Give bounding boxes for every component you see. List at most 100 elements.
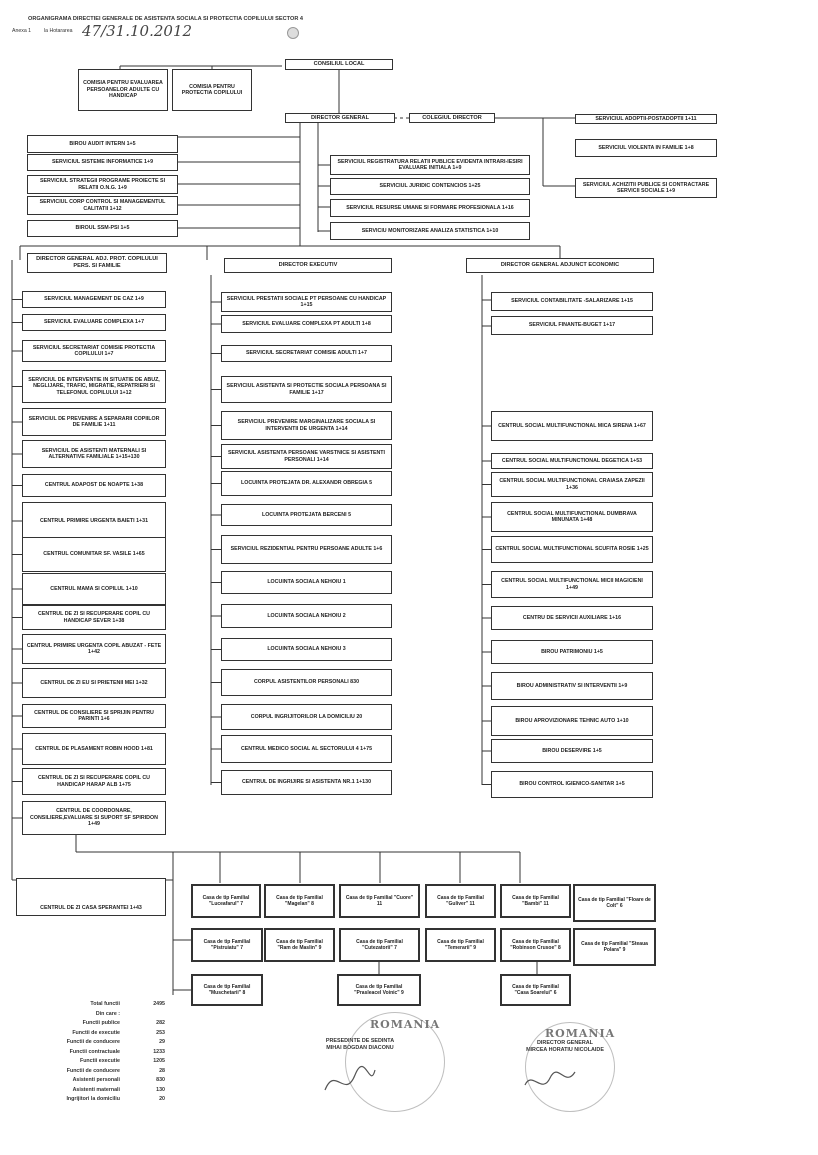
hotarare-label: la Hotararea	[44, 28, 73, 34]
left-unit-3: SERVICIUL SECRETARIAT COMISIE PROTECTIA …	[22, 340, 166, 362]
staff-mid-3: SERVICIUL RESURSE UMANE SI FORMARE PROFE…	[330, 199, 530, 217]
staff-left-2: SERVICIUL SISTEME INFORMATICE 1+9	[27, 154, 178, 171]
totals-row: Functii publice 282	[30, 1020, 165, 1026]
mid-unit-5: SERVICIUL PREVENIRE MARGINALIZARE SOCIAL…	[221, 411, 392, 440]
family-home-6: Casa de tip Familial "Floare de Colt" 6	[573, 884, 656, 922]
family-home-7: Casa de tip Familial "Pistruiatu" 7	[191, 928, 263, 962]
totals-row: Functii de executie 253	[30, 1030, 165, 1036]
hotarare-number: 47/31.10.2012	[82, 22, 193, 40]
totals-label: Functii contractuale	[69, 1048, 120, 1055]
left-unit-12: CENTRUL PRIMIRE URGENTA COPIL ABUZAT - F…	[22, 634, 166, 664]
totals-value: 282	[156, 1020, 165, 1026]
family-home-12: Casa de tip Familial "Steaua Polara" 9	[573, 928, 656, 966]
mid-unit-2: SERVICIUL EVALUARE COMPLEXA PT ADULTI 1+…	[221, 315, 392, 333]
left-unit-8: CENTRUL PRIMIRE URGENTA BAIETI 1+31	[22, 502, 166, 540]
stamp-right-text: ROMANIA	[545, 1027, 616, 1040]
totals-label: Total functii	[90, 1001, 120, 1007]
staff-left-4: SERVICIUL CORP CONTROL SI MANAGEMENTUL C…	[27, 196, 178, 215]
family-home-4: Casa de tip Familial "Guliver" 11	[425, 884, 496, 918]
left-unit-11: CENTRUL DE ZI SI RECUPERARE COPIL CU HAN…	[22, 605, 166, 630]
left-unit-15: CENTRUL DE PLASAMENT ROBIN HOOD 1+81	[22, 733, 166, 765]
right-unit-14: BIROU CONTROL IGIENICO-SANITAR 1+5	[491, 771, 653, 798]
mid-unit-15: CENTRUL MEDICO SOCIAL AL SECTORULUI 4 1+…	[221, 735, 392, 763]
totals-row: Din care :	[30, 1011, 165, 1017]
totals-label: Functii de conducere	[66, 1039, 120, 1045]
family-home-3: Casa de tip Familial "Cuore" 11	[339, 884, 420, 918]
totals-value: 29	[159, 1039, 165, 1045]
director-executiv-box: DIRECTOR EXECUTIV	[224, 258, 392, 273]
mid-unit-12: LOCUINTA SOCIALA NEHOIU 3	[221, 638, 392, 661]
totals-value: 130	[156, 1086, 165, 1093]
staff-right-1: SERVICIUL ADOPTII-POSTADOPTII 1+11	[575, 114, 717, 124]
right-unit-7: CENTRUL SOCIAL MULTIFUNCTIONAL SCUFITA R…	[491, 536, 653, 563]
family-home-11: Casa de tip Familial "Robinson Crusoe" 8	[500, 928, 571, 962]
totals-value: 830	[156, 1077, 165, 1083]
totals-label: Asistenti personali	[72, 1077, 120, 1083]
mid-unit-11: LOCUINTA SOCIALA NEHOIU 2	[221, 604, 392, 628]
official-stamp-left	[345, 1012, 445, 1112]
family-home-15: Casa de tip Familial "Casa Soarelui" 6	[500, 974, 571, 1006]
left-unit-14: CENTRUL DE CONSILIERE SI SPRIJIN PENTRU …	[22, 704, 166, 728]
totals-value: 1205	[153, 1058, 165, 1064]
right-unit-2: SERVICIUL FINANTE-BUGET 1+17	[491, 316, 653, 335]
totals-value	[135, 1011, 165, 1017]
totals-row: Functii de conducere 28	[30, 1068, 165, 1074]
staff-left-1: BIROU AUDIT INTERN 1+5	[27, 135, 178, 153]
mid-unit-9: SERVICIUL REZIDENTIAL PENTRU PERSOANE AD…	[221, 535, 392, 564]
casa-sperantei-box: CENTRUL DE ZI CASA SPERANTEI 1+43	[16, 878, 166, 916]
left-unit-13: CENTRUL DE ZI EU SI PRIETENII MEI 1+32	[22, 668, 166, 698]
family-home-2: Casa de tip Familial "Magelan" 8	[264, 884, 335, 918]
right-unit-10: BIROU PATRIMONIU 1+5	[491, 640, 653, 664]
totals-row: Asistenti personali 830	[30, 1077, 165, 1083]
totals-label: Functii publice	[82, 1020, 120, 1026]
staff-left-5: BIROUL SSM-PSI 1+5	[27, 220, 178, 237]
mid-unit-16: CENTRUL DE INGRIJIRE SI ASISTENTA NR.1 1…	[221, 770, 392, 795]
left-unit-6: SERVICIUL DE ASISTENTI MATERNALI SI ALTE…	[22, 440, 166, 468]
staff-left-3: SERVICIUL STRATEGII PROGRAME PROIECTE SI…	[27, 175, 178, 194]
right-unit-8: CENTRUL SOCIAL MULTIFUNCTIONAL MICII MAG…	[491, 571, 653, 598]
family-home-1: Casa de tip Familial "Luceafarul" 7	[191, 884, 261, 918]
staff-mid-2: SERVICIUL JURIDIC CONTENCIOS 1+25	[330, 178, 530, 195]
family-home-8: Casa de tip Familial "Ram de Maslin" 9	[264, 928, 335, 962]
totals-row: Functii de conducere 29	[30, 1039, 165, 1045]
totals-value: 20	[159, 1096, 165, 1102]
mid-unit-7: LOCUINTA PROTEJATA DR. ALEXANDR OBREGIA …	[221, 471, 392, 496]
totals-value: 253	[156, 1029, 165, 1036]
staff-mid-1: SERVICIUL REGISTRATURA RELATII PUBLICE E…	[330, 155, 530, 175]
mid-unit-4: SERVICIUL ASISTENTA SI PROTECTIE SOCIALA…	[221, 376, 392, 403]
left-unit-16: CENTRUL DE ZI SI RECUPERARE COPIL CU HAN…	[22, 768, 166, 795]
totals-label: Din care :	[95, 1010, 120, 1017]
annex-label: Anexa 1	[12, 28, 32, 34]
left-unit-9: CENTRUL COMUNITAR SF. VASILE 1+65	[22, 537, 166, 572]
totals-value: 28	[159, 1067, 165, 1074]
right-unit-1: SERVICIUL CONTABILITATE -SALARIZARE 1+15	[491, 292, 653, 311]
family-home-14: Casa de tip Familial "Prasleacel Voinic"…	[337, 974, 421, 1006]
totals-value: 2495	[153, 1001, 165, 1007]
page-title: ORGANIGRAMA DIRECTIEI GENERALE DE ASISTE…	[28, 16, 304, 22]
director-general-box: DIRECTOR GENERAL	[285, 113, 395, 123]
left-unit-10: CENTRUL MAMA SI COPILUL 1+10	[22, 573, 166, 605]
family-home-13: Casa de tip Familial "Muschetarii" 8	[191, 974, 263, 1006]
punch-hole-icon	[287, 27, 299, 39]
left-unit-4: SERVICIUL DE INTERVENTIE IN SITUATIE DE …	[22, 370, 166, 403]
handwritten-signature-right	[524, 1071, 576, 1086]
totals-label: Functii de executie	[72, 1029, 120, 1036]
right-unit-12: BIROU APROVIZIONARE TEHNIC AUTO 1+10	[491, 706, 653, 736]
right-unit-11: BIROU ADMINISTRATIV SI INTERVENTII 1+9	[491, 672, 653, 700]
totals-label: Asistenti maternali	[72, 1086, 120, 1093]
director-left-box: DIRECTOR GENERAL ADJ. PROT. COPILULUI PE…	[27, 253, 167, 273]
left-unit-5: SERVICIUL DE PREVENIRE A SEPARARII COPII…	[22, 408, 166, 436]
totals-label: Functii executie	[79, 1058, 120, 1064]
mid-unit-8: LOCUINTA PROTEJATA BERCENI 5	[221, 504, 392, 526]
stamp-left-text: ROMANIA	[370, 1018, 441, 1031]
mid-unit-13: CORPUL ASISTENTILOR PERSONALI 830	[221, 669, 392, 696]
staff-right-2: SERVICIUL VIOLENTA IN FAMILIE 1+8	[575, 139, 717, 157]
totals-label: Functii de conducere	[66, 1067, 120, 1074]
mid-unit-3: SERVICIUL SECRETARIAT COMISIE ADULTI 1+7	[221, 345, 392, 362]
handwritten-signature-left	[324, 1066, 376, 1091]
right-unit-13: BIROU DESERVIRE 1+5	[491, 739, 653, 763]
director-economic-box: DIRECTOR GENERAL ADJUNCT ECONOMIC	[466, 258, 654, 273]
